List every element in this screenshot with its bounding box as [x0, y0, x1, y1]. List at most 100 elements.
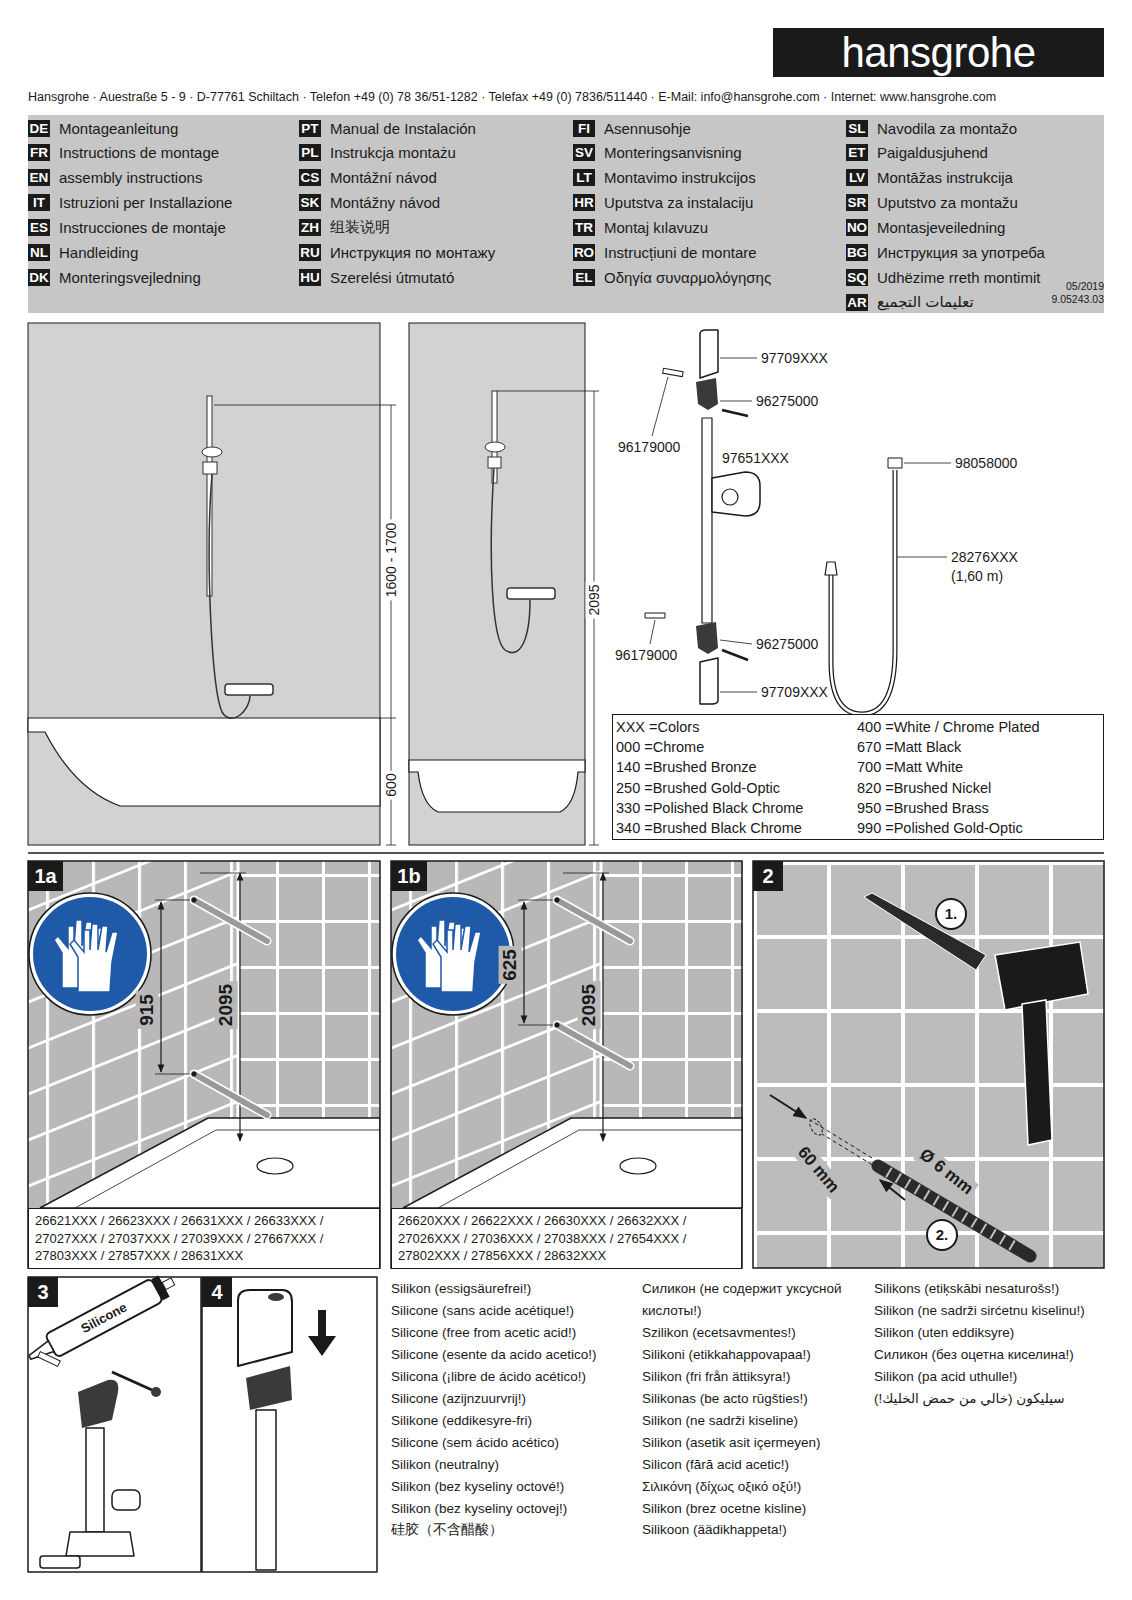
step-number: 3 — [28, 1277, 58, 1307]
step-1b-drawing — [391, 861, 743, 1208]
table-cell: XXX =Colors — [616, 718, 699, 736]
language-entry: ENassembly instructions — [28, 168, 202, 188]
silicone-note: Silicone (sans acide acétique!) — [391, 1300, 574, 1322]
bath-scene — [386, 845, 396, 846]
part-number: 97709XXX — [761, 350, 828, 367]
language-code: ZH — [299, 219, 321, 236]
silicone-note: Silicona (¡libre de ácido acético!) — [391, 1366, 586, 1388]
silicone-note: Σιλικόνη (δίχως οξικό οξύ!) — [642, 1476, 801, 1498]
silicone-note: 硅胶（不含醋酸） — [391, 1519, 503, 1541]
step-2-drawing — [753, 861, 1104, 1268]
language-code: AR — [846, 294, 868, 311]
silicone-note: Silikon (pa acid uthulle!) — [874, 1366, 1017, 1388]
step-3-drawing — [78, 1380, 118, 1428]
language-title: Инструкция за употреба — [877, 244, 1045, 261]
bath-scene — [380, 718, 396, 719]
language-entry: LTMontavimo instrukcijos — [573, 168, 756, 188]
dimension-label: 1600 - 1700 — [383, 520, 400, 601]
step-1b-drawing — [518, 900, 553, 901]
step-4-drawing — [202, 1277, 377, 1572]
table-cell: 990 =Polished Gold-Optic — [857, 819, 1023, 837]
language-entry: RUИнструкция по монтажу — [299, 243, 495, 263]
step-1a-drawing — [155, 900, 190, 901]
table-cell: 950 =Brushed Brass — [857, 799, 989, 817]
language-entry: NOMontasjeveiledning — [846, 218, 1005, 238]
language-title: Instructions de montage — [59, 144, 219, 161]
date-code: 05/2019 — [1066, 280, 1104, 293]
step-1a-drawing — [192, 898, 268, 942]
shower-scene — [409, 760, 585, 812]
part-number: 98058000 — [955, 455, 1017, 472]
dimension-label: 2095 — [215, 981, 238, 1029]
language-code: EN — [28, 169, 50, 186]
bath-scene — [203, 462, 217, 474]
silicone-note: Silikonas (be acto rūgšties!) — [642, 1388, 808, 1410]
language-code: FI — [573, 120, 595, 137]
language-entry: TRMontaj kılavuzu — [573, 218, 708, 238]
language-entry: ESInstrucciones de montaje — [28, 218, 226, 238]
parts-drawing — [722, 650, 748, 660]
language-entry: DEMontageanleitung — [28, 118, 178, 138]
parts-drawing — [897, 557, 947, 558]
language-code: RU — [299, 244, 321, 261]
step-2-drawing — [770, 1095, 806, 1118]
language-entry: SRUputstvo za montažu — [846, 193, 1018, 213]
model-numbers: 26621XXX / 26623XXX / 26631XXX / 26633XX… — [35, 1212, 373, 1265]
part-number: (1,60 m) — [951, 568, 1003, 585]
silicone-note: Silikon (asetik asit içermeyen) — [642, 1432, 821, 1454]
step-1b-drawing — [391, 861, 742, 1268]
step-3-drawing — [86, 1428, 104, 1532]
model-numbers: 26620XXX / 26622XXX / 26630XXX / 26632XX… — [398, 1212, 735, 1265]
dimension-label: 600 — [383, 770, 400, 799]
parts-drawing — [720, 358, 757, 359]
language-entry: SQ Udhëzime rreth montimit — [846, 267, 1040, 287]
step-label: 1a — [28, 861, 63, 891]
language-title: Uputstvo za montažu — [877, 194, 1018, 211]
parts-drawing — [696, 378, 718, 410]
language-code: NL — [28, 244, 50, 261]
shower-scene — [409, 323, 599, 845]
table-ground — [612, 714, 1104, 840]
silicone-note: Silikon (bez kyseliny octovej!) — [391, 1498, 567, 1520]
language-title: Istruzioni per Installazione — [59, 194, 232, 211]
table-cell: 670 =Matt Black — [857, 738, 961, 756]
language-code: RO — [573, 244, 595, 261]
silicone-note: Silikon (uten eddiksyre) — [874, 1322, 1014, 1344]
table-cell: 400 =White / Chrome Plated — [857, 718, 1040, 736]
language-title: Montāžas instrukcija — [877, 169, 1013, 186]
language-title: Udhëzime rreth montimit — [877, 269, 1040, 286]
language-entry: SVMonteringsanvisning — [573, 143, 742, 163]
step-4-drawing — [268, 1293, 284, 1301]
parts-drawing — [722, 489, 738, 505]
step-3-drawing — [112, 1490, 140, 1510]
table-cell: 700 =Matt White — [857, 758, 963, 776]
language-code: SL — [846, 120, 868, 137]
language-code: SQ — [846, 269, 868, 286]
shower-scene — [485, 442, 505, 452]
parts-drawing — [663, 368, 684, 376]
language-entry: ARتعليمات التجميع — [846, 292, 974, 312]
language-title: Instrukcja montażu — [330, 144, 456, 161]
language-title: Montavimo instrukcijos — [604, 169, 756, 186]
language-entry: LVMontāžas instrukcija — [846, 168, 1013, 188]
brand-name: hansgrohe — [773, 28, 1104, 77]
step-3-drawing — [40, 1556, 80, 1568]
step-1b-drawing — [518, 1025, 553, 1026]
language-code: PT — [299, 120, 321, 137]
silicone-note: Силикон (не содержит уксусной кислоты!) — [642, 1278, 866, 1322]
parts-drawing — [650, 620, 655, 644]
language-title: Montážny návod — [330, 194, 440, 211]
table-cell: 330 =Polished Black Chrome — [616, 799, 803, 817]
language-title: Manual de Instalación — [330, 120, 476, 137]
table-cell: 340 =Brushed Black Chrome — [616, 819, 802, 837]
language-title: Navodila za montažo — [877, 120, 1017, 137]
language-entry: ETPaigaldusjuhend — [846, 143, 988, 163]
language-code: ET — [846, 144, 868, 161]
silicone-note: Silicone (free from acetic acid!) — [391, 1322, 576, 1344]
step-1a-drawing — [160, 902, 161, 1072]
model-list: 26621XXX / 26623XXX / 26631XXX / 26633XX… — [28, 1208, 380, 1269]
parts-drawing — [700, 330, 718, 378]
language-entry: FIAsennusohje — [573, 118, 691, 138]
silicone-note: Silicone (sem ácido acético) — [391, 1432, 559, 1454]
part-number: 97709XXX — [761, 684, 828, 701]
